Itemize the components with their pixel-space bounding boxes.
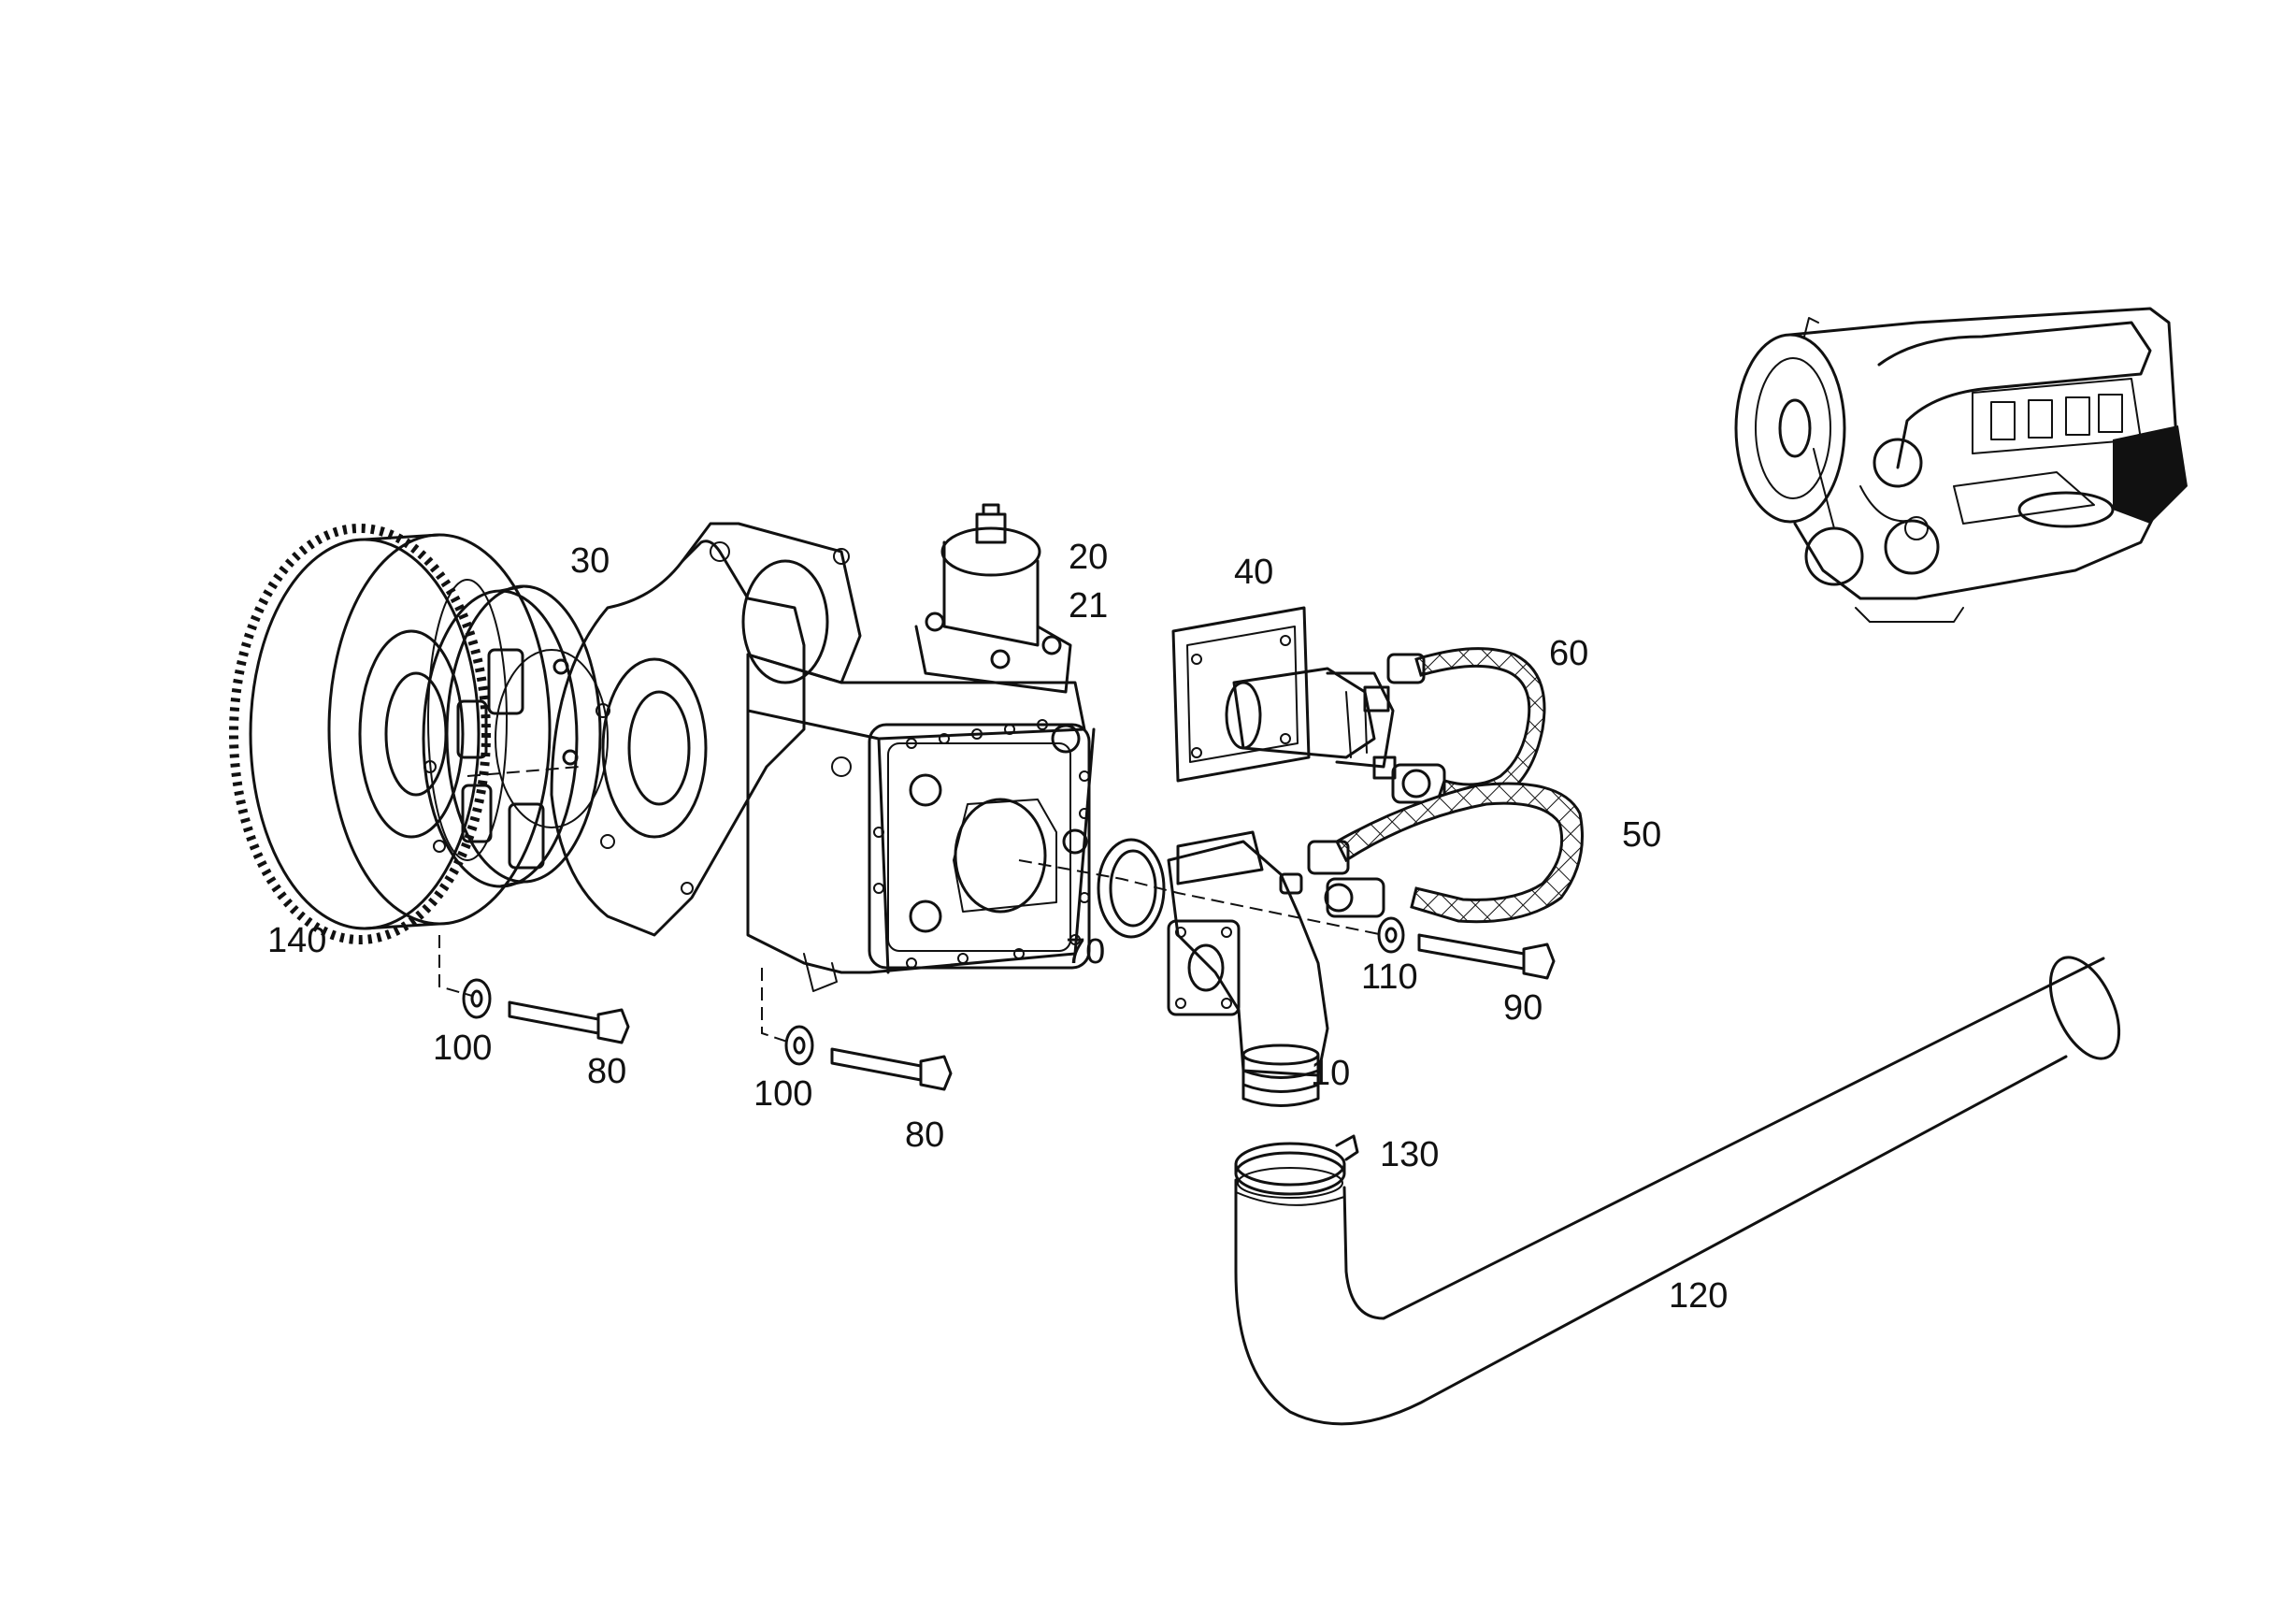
bolt-washer-right [1377, 916, 1556, 980]
engine-thumbnail-icon [1734, 307, 2188, 623]
label-part-100-left: 100 [433, 1029, 492, 1068]
label-part-20: 20 [1069, 538, 1108, 577]
label-part-40: 40 [1234, 553, 1273, 592]
label-part-21: 21 [1069, 586, 1108, 626]
label-part-70: 70 [1066, 932, 1105, 972]
label-part-80-left: 80 [587, 1052, 626, 1091]
label-part-140: 140 [267, 921, 326, 960]
flange-elbow [1171, 606, 1397, 783]
bolt-washer-left [462, 978, 630, 1044]
alignment-lines [438, 766, 1385, 1043]
label-part-60: 60 [1549, 634, 1588, 673]
label-part-120: 120 [1669, 1276, 1728, 1316]
label-part-80-middle: 80 [905, 1115, 944, 1155]
label-part-90: 90 [1503, 988, 1543, 1028]
hose-clamp [1234, 1134, 1359, 1196]
discharge-pipe [1234, 956, 2121, 1426]
o-ring-gasket [1097, 838, 1166, 939]
label-part-30: 30 [570, 541, 610, 581]
bolt-washer-middle [784, 1025, 953, 1091]
elbow-outlet [1167, 830, 1329, 1107]
label-part-110: 110 [1361, 957, 1418, 997]
gearbox-housing [550, 522, 1096, 992]
braided-hose-upper [1386, 647, 1546, 804]
label-part-100-middle: 100 [753, 1074, 812, 1114]
valve-cap-assembly [914, 503, 1072, 694]
clutch-coupling-disc [422, 584, 609, 888]
label-part-10: 10 [1311, 1054, 1350, 1093]
braided-hose-lower [1279, 782, 1584, 924]
label-part-50: 50 [1622, 815, 1661, 855]
label-part-130: 130 [1380, 1135, 1439, 1174]
